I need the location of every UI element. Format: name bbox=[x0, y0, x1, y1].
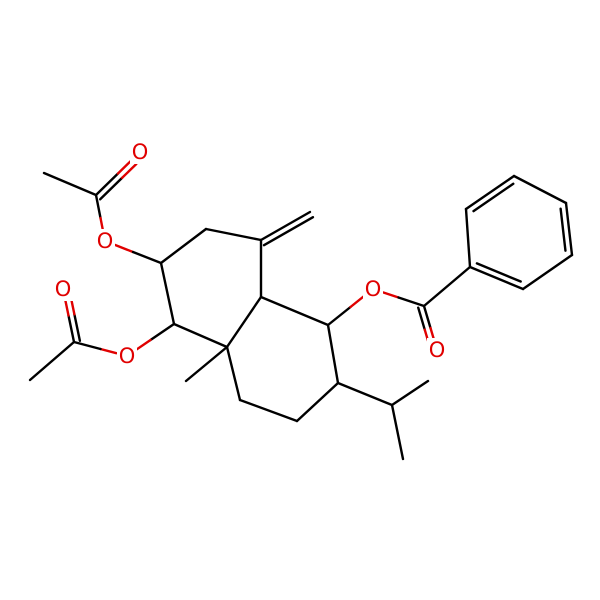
single-bond-0 bbox=[42, 171, 98, 197]
single-bond-18 bbox=[464, 207, 472, 269]
single-bond-6 bbox=[225, 295, 263, 349]
acetate-left-c4-o-bond-a bbox=[149, 322, 176, 342]
benzoate-o-c-bond-b bbox=[397, 296, 426, 308]
acetate-left-ester-bond-b bbox=[72, 340, 102, 351]
oxygen-atom-acetate-top-carbonyl: O bbox=[130, 140, 150, 164]
acetate-left-carbonyl-b-a bbox=[73, 313, 82, 342]
svg-text:O: O bbox=[55, 277, 72, 301]
single-bond-9 bbox=[238, 398, 299, 423]
single-bond-5 bbox=[172, 322, 229, 349]
benzoate-c8-o-bond-b bbox=[349, 294, 366, 309]
acetate-top-ester-bond-b bbox=[99, 216, 105, 232]
acetate-top-carbonyl-b-a bbox=[98, 176, 124, 201]
svg-text:O: O bbox=[132, 140, 149, 164]
single-bond-13 bbox=[336, 381, 394, 407]
single-bond-7 bbox=[184, 345, 229, 383]
single-bond-10 bbox=[295, 381, 340, 423]
oxygen-atom-acetate-top-ester: O bbox=[95, 229, 115, 253]
aromatic-inner-bond-1 bbox=[559, 207, 567, 252]
svg-text:O: O bbox=[119, 344, 136, 368]
aromatic-inner-bond-0 bbox=[472, 182, 515, 213]
aromatic-inner-bond-2 bbox=[475, 262, 522, 283]
single-bond-16 bbox=[422, 265, 472, 308]
svg-text:O: O bbox=[365, 277, 382, 301]
acetate-top-ester-bond-a bbox=[94, 193, 102, 220]
oxygen-atom-acetate-left-ester: O bbox=[117, 344, 137, 368]
aromatic-bond-0 bbox=[464, 174, 516, 211]
methylene-bond-a bbox=[259, 210, 312, 242]
acetate-top-carbonyl-a-a bbox=[94, 172, 120, 197]
single-bond-19 bbox=[512, 174, 568, 205]
acetate-left-c4-o-bond-b bbox=[134, 338, 152, 352]
acetate-left-ester-bond-a bbox=[99, 347, 118, 355]
methylene-bond-b bbox=[262, 216, 315, 247]
single-bond-20 bbox=[521, 253, 574, 291]
acetate-top-o-c3-bond-a bbox=[114, 243, 135, 254]
single-bond-11 bbox=[326, 323, 340, 385]
aromatic-bond-1 bbox=[564, 201, 574, 257]
benzoate-carbonyl-a-b bbox=[429, 326, 436, 341]
acetate-left-carbonyl-b-b bbox=[69, 297, 76, 316]
acetate-top-carbonyl-a-b bbox=[116, 158, 134, 175]
single-bond-12 bbox=[259, 295, 330, 327]
oxygen-atom-benzoate-ester: O bbox=[363, 277, 383, 301]
single-bond-8 bbox=[225, 345, 242, 402]
benzoate-o-c-bond-a bbox=[382, 291, 400, 299]
bond-layer bbox=[28, 158, 574, 461]
svg-text:O: O bbox=[429, 338, 446, 362]
benzoate-c8-o-bond-a bbox=[326, 305, 352, 327]
single-bond-2 bbox=[204, 227, 263, 242]
aromatic-bond-2 bbox=[468, 265, 525, 291]
single-bond-4 bbox=[159, 261, 176, 326]
acetate-top-carbonyl-b-b bbox=[120, 162, 138, 179]
svg-text:O: O bbox=[97, 229, 114, 253]
atom-label-layer: O O O O O O bbox=[53, 140, 447, 368]
oxygen-atom-acetate-left-carbonyl: O bbox=[53, 277, 73, 301]
single-bond-17 bbox=[28, 340, 76, 382]
benzoate-carbonyl-a-a bbox=[422, 304, 432, 330]
acetate-left-carbonyl-a-a bbox=[67, 314, 76, 344]
single-bond-14 bbox=[390, 379, 430, 407]
benzoate-carbonyl-b-a bbox=[417, 306, 426, 331]
acetate-top-o-c3-bond-b bbox=[131, 250, 163, 265]
single-bond-1 bbox=[159, 227, 208, 265]
acetate-left-carbonyl-a-b bbox=[64, 298, 70, 317]
single-bond-15 bbox=[390, 403, 405, 461]
oxygen-atom-benzoate-carbonyl: O bbox=[427, 338, 447, 362]
